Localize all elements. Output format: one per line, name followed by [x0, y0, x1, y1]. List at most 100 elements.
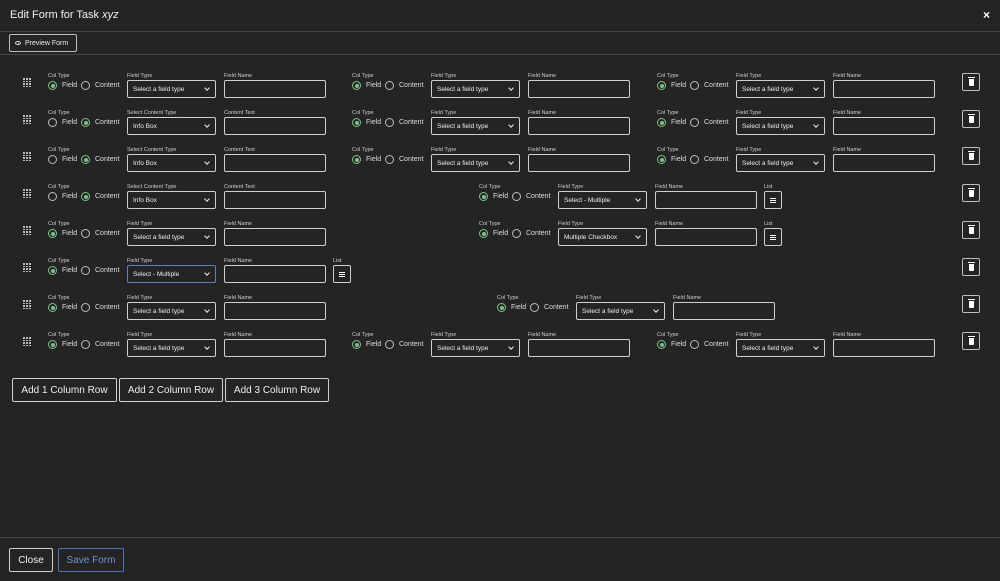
radio-field[interactable]: [657, 81, 666, 90]
field-type-select[interactable]: Select a field type: [736, 80, 825, 98]
radio-field[interactable]: [48, 340, 57, 349]
radio-content[interactable]: [512, 229, 521, 238]
radio-content[interactable]: [512, 192, 521, 201]
drag-handle-icon[interactable]: [23, 78, 31, 87]
radio-field[interactable]: [657, 118, 666, 127]
drag-handle-icon[interactable]: [23, 152, 31, 161]
drag-handle-icon[interactable]: [23, 115, 31, 124]
field-type-select[interactable]: Select a field type: [127, 339, 216, 357]
list-button[interactable]: [333, 265, 351, 283]
field-name-input[interactable]: [655, 228, 757, 246]
radio-field[interactable]: [497, 303, 506, 312]
radio-field[interactable]: [352, 340, 361, 349]
delete-row-button[interactable]: [962, 332, 980, 350]
radio-content[interactable]: [81, 266, 90, 275]
list-button[interactable]: [764, 191, 782, 209]
content-type-select[interactable]: Info Box: [127, 191, 216, 209]
radio-content[interactable]: [81, 192, 90, 201]
radio-content[interactable]: [385, 118, 394, 127]
radio-field[interactable]: [48, 118, 57, 127]
save-form-button[interactable]: Save Form: [58, 548, 124, 572]
radio-content[interactable]: [690, 340, 699, 349]
radio-content[interactable]: [385, 155, 394, 164]
radio-field[interactable]: [479, 229, 488, 238]
radio-field[interactable]: [48, 155, 57, 164]
field-type-select[interactable]: Select a field type: [127, 302, 216, 320]
content-text-input[interactable]: [224, 154, 326, 172]
field-name-input[interactable]: [833, 80, 935, 98]
radio-field[interactable]: [657, 340, 666, 349]
add-3-column-row-button[interactable]: Add 3 Column Row: [225, 378, 329, 402]
close-icon[interactable]: ×: [982, 8, 990, 22]
radio-content[interactable]: [385, 81, 394, 90]
delete-row-button[interactable]: [962, 147, 980, 165]
radio-content[interactable]: [690, 118, 699, 127]
field-name-input[interactable]: [528, 80, 630, 98]
drag-handle-icon[interactable]: [23, 337, 31, 346]
radio-field[interactable]: [48, 192, 57, 201]
radio-content[interactable]: [81, 118, 90, 127]
radio-field[interactable]: [48, 266, 57, 275]
radio-content[interactable]: [81, 303, 90, 312]
list-button[interactable]: [764, 228, 782, 246]
field-name-input[interactable]: [833, 339, 935, 357]
delete-row-button[interactable]: [962, 184, 980, 202]
radio-field[interactable]: [48, 229, 57, 238]
radio-content[interactable]: [81, 81, 90, 90]
field-name-input[interactable]: [224, 302, 326, 320]
delete-row-button[interactable]: [962, 221, 980, 239]
field-type-select[interactable]: Select a field type: [127, 80, 216, 98]
field-type-select[interactable]: Select - Multiple: [558, 191, 647, 209]
radio-field[interactable]: [352, 118, 361, 127]
delete-row-button[interactable]: [962, 73, 980, 91]
field-type-select[interactable]: Select a field type: [736, 117, 825, 135]
field-name-input[interactable]: [833, 117, 935, 135]
delete-row-button[interactable]: [962, 258, 980, 276]
radio-field[interactable]: [352, 81, 361, 90]
radio-field[interactable]: [657, 155, 666, 164]
field-type-select[interactable]: Select a field type: [431, 339, 520, 357]
radio-field[interactable]: [352, 155, 361, 164]
field-type-select[interactable]: Select a field type: [431, 154, 520, 172]
radio-content[interactable]: [81, 229, 90, 238]
field-type-select[interactable]: Select a field type: [127, 228, 216, 246]
drag-handle-icon[interactable]: [23, 189, 31, 198]
close-button[interactable]: Close: [9, 548, 53, 572]
field-name-input[interactable]: [528, 154, 630, 172]
field-type-select[interactable]: Select a field type: [736, 339, 825, 357]
field-type-select[interactable]: Select a field type: [736, 154, 825, 172]
drag-handle-icon[interactable]: [23, 263, 31, 272]
drag-handle-icon[interactable]: [23, 226, 31, 235]
radio-field[interactable]: [48, 81, 57, 90]
add-2-column-row-button[interactable]: Add 2 Column Row: [119, 378, 223, 402]
field-type-select[interactable]: Select a field type: [576, 302, 665, 320]
radio-content[interactable]: [81, 155, 90, 164]
content-type-select[interactable]: Info Box: [127, 154, 216, 172]
radio-content[interactable]: [81, 340, 90, 349]
field-name-input[interactable]: [224, 339, 326, 357]
field-name-input[interactable]: [833, 154, 935, 172]
field-name-input[interactable]: [224, 265, 326, 283]
content-text-input[interactable]: [224, 191, 326, 209]
field-name-input[interactable]: [528, 339, 630, 357]
field-name-input[interactable]: [673, 302, 775, 320]
field-type-select[interactable]: Select a field type: [431, 80, 520, 98]
field-name-input[interactable]: [655, 191, 757, 209]
radio-content[interactable]: [385, 340, 394, 349]
field-type-select[interactable]: Select - Multiple: [127, 265, 216, 283]
content-text-input[interactable]: [224, 117, 326, 135]
delete-row-button[interactable]: [962, 110, 980, 128]
delete-row-button[interactable]: [962, 295, 980, 313]
field-type-select[interactable]: Multiple Checkbox: [558, 228, 647, 246]
preview-form-button[interactable]: Preview Form: [9, 34, 77, 52]
radio-content[interactable]: [530, 303, 539, 312]
field-name-input[interactable]: [224, 228, 326, 246]
radio-field[interactable]: [479, 192, 488, 201]
radio-content[interactable]: [690, 81, 699, 90]
radio-field[interactable]: [48, 303, 57, 312]
field-type-select[interactable]: Select a field type: [431, 117, 520, 135]
drag-handle-icon[interactable]: [23, 300, 31, 309]
content-type-select[interactable]: Info Box: [127, 117, 216, 135]
radio-content[interactable]: [690, 155, 699, 164]
field-name-input[interactable]: [528, 117, 630, 135]
